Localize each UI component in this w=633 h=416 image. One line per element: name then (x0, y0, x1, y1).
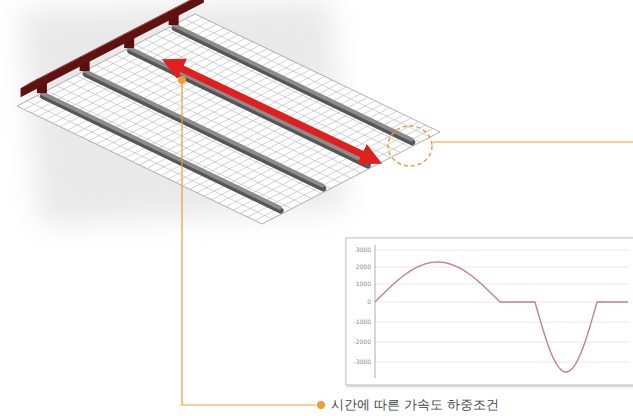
grid-line (106, 60, 351, 178)
leader-dot (178, 76, 186, 84)
rail-shadow (43, 96, 281, 210)
support-bar-front (21, 0, 204, 97)
chart-axis (375, 245, 376, 378)
rail (85, 71, 323, 185)
grid-line (185, 19, 430, 137)
grid-line (66, 80, 311, 198)
plate-outline (17, 14, 440, 224)
axis-tick-label: 1000 (349, 281, 371, 287)
axis-tick-label: -1000 (349, 319, 371, 325)
rail (129, 48, 367, 162)
rail (42, 93, 280, 207)
grid-line (37, 96, 282, 214)
gridline (375, 267, 628, 268)
axis-tick-label: 0 (349, 299, 371, 305)
gridline (375, 362, 628, 363)
gridline (375, 284, 628, 285)
axis-tick-label: -3000 (349, 359, 371, 365)
rails (37, 11, 412, 211)
gridline (375, 322, 628, 323)
support-bar-top (21, 0, 214, 88)
axis-tick-label: -2000 (349, 339, 371, 345)
leader-dot (317, 401, 325, 409)
grid-plate (17, 14, 440, 224)
grid-line (57, 86, 302, 204)
acceleration-curve (375, 262, 628, 372)
motion-arrow (172, 64, 372, 159)
gridline (375, 250, 628, 251)
grid-line (136, 45, 381, 163)
chart-panel (346, 238, 633, 385)
support-bar (21, 0, 214, 97)
detail-circle (388, 126, 432, 166)
leader-line (433, 141, 633, 142)
grid-line (116, 55, 361, 173)
gridline (375, 342, 628, 343)
grid-line (76, 75, 321, 193)
caption-label: 시간에 따른 가속도 하중조건 (331, 397, 499, 413)
leader-line (182, 84, 316, 405)
axis-tick-label: 2000 (349, 264, 371, 270)
chart-gridlines (375, 250, 628, 362)
grid-line (155, 34, 400, 152)
grid-line (27, 101, 272, 219)
axis-tick-label: 3000 (349, 247, 371, 253)
